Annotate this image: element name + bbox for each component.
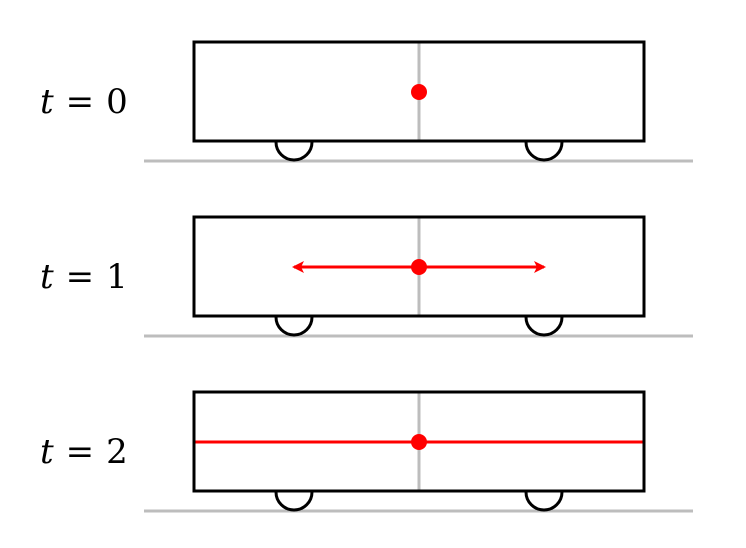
time-variable: t [40, 432, 54, 472]
panel-t2: t = 2 [40, 392, 693, 511]
equals-sign: = [66, 432, 95, 472]
wheel-left [276, 317, 312, 335]
wheel-left [276, 142, 312, 160]
time-value: 0 [106, 82, 128, 122]
wheel-right [526, 317, 562, 335]
panel-t0: t = 0 [40, 42, 693, 161]
time-variable: t [40, 257, 54, 297]
light-source-dot [411, 259, 427, 275]
time-label-0: t = 0 [40, 82, 128, 122]
wheel-right [526, 142, 562, 160]
time-label-2: t = 2 [40, 432, 128, 472]
equals-sign: = [66, 82, 95, 122]
wheel-right [526, 492, 562, 510]
light-source-dot [411, 434, 427, 450]
light-source-dot [411, 84, 427, 100]
time-variable: t [40, 82, 54, 122]
equals-sign: = [66, 257, 95, 297]
time-value: 1 [106, 257, 128, 297]
panel-t1: t = 1 [40, 217, 693, 336]
time-value: 2 [106, 432, 128, 472]
time-label-1: t = 1 [40, 257, 128, 297]
wheel-left [276, 492, 312, 510]
